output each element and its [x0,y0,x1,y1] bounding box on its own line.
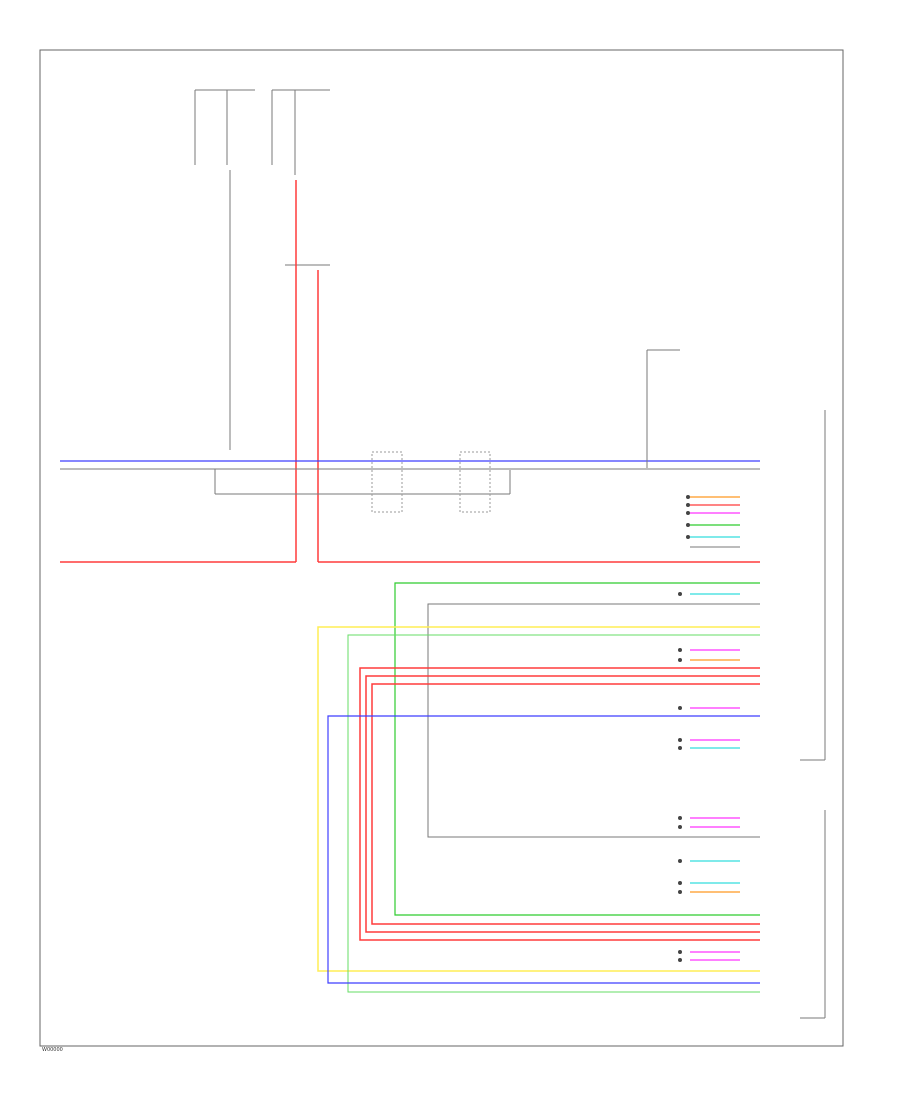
diagram-frame [39,49,844,1047]
upper-connector-leads [686,495,740,548]
figure-code: W00000 [42,1047,63,1053]
harness-connectors [371,451,491,513]
main-bus [60,349,760,563]
connector-bracket-lower [800,810,826,1019]
lower-harness [317,582,760,993]
top-fuse-section [194,89,330,450]
power-feed-wires [295,180,319,562]
mid-connector-leads [678,592,740,750]
lower-connector-leads [678,816,740,962]
connector-bracket-upper [800,410,826,761]
